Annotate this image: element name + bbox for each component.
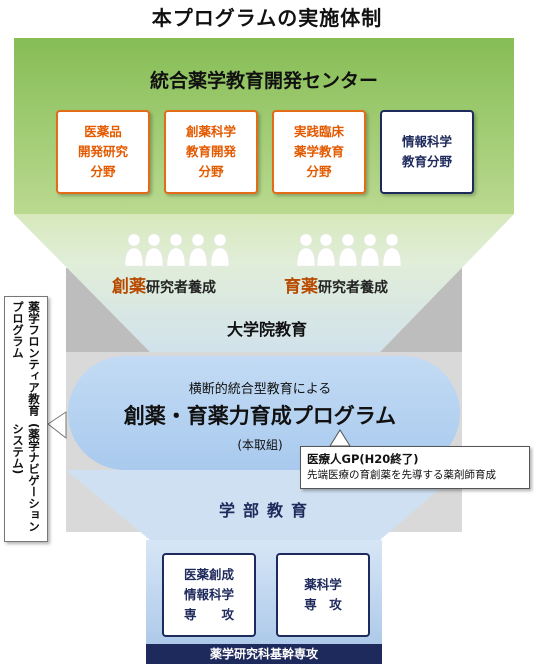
undergraduate-education-label: 学部教育 — [218, 501, 315, 520]
field-line: 教育分野 — [401, 154, 452, 169]
field-line: 分野 — [198, 164, 224, 179]
program-title: 創薬・育薬力育成プログラム — [123, 404, 397, 428]
side-program-subtitle: (薬学ナビゲーションシステム) — [11, 423, 41, 533]
person-icon — [338, 233, 358, 267]
side-program-title: 薬学フロンティア教育プログラム — [11, 301, 41, 416]
field-drug-discovery-education: 創薬科学 教育開発 分野 — [164, 110, 258, 194]
field-line: 教育開発 — [185, 144, 236, 159]
major-line: 専 攻 — [183, 607, 234, 622]
gp-title: 医療人GP(H20終了) — [307, 452, 419, 466]
person-icon — [166, 233, 186, 267]
graduate-education-label: 大学院教育 — [226, 320, 307, 339]
person-icon — [316, 233, 336, 267]
side-callout-pointer — [47, 411, 67, 440]
major-line: 医薬創成 — [183, 567, 234, 582]
field-line: 創薬科学 — [185, 124, 236, 139]
major-pharmaceutical-science: 薬科学 専 攻 — [276, 553, 370, 637]
field-line: 情報科学 — [401, 134, 452, 149]
person-icon — [382, 233, 402, 267]
person-icon — [188, 233, 208, 267]
page-title: 本プログラムの実施体制 — [151, 6, 383, 30]
people-group-right — [296, 233, 402, 267]
field-line: 分野 — [306, 164, 332, 179]
training-suffix: 研究者養成 — [318, 280, 388, 296]
field-line: 実践臨床 — [293, 124, 344, 139]
training-suffix: 研究者養成 — [146, 280, 216, 296]
person-icon — [124, 233, 144, 267]
core-major-bar: 薬学研究科基幹専攻 — [146, 644, 382, 664]
center-title: 統合薬学教育開発センター — [149, 70, 378, 92]
field-drug-development: 医薬品 開発研究 分野 — [56, 110, 150, 194]
field-line: 医薬品 — [84, 124, 122, 139]
field-line: 分野 — [90, 164, 116, 179]
person-icon — [144, 233, 164, 267]
program-note: (本取組) — [237, 438, 283, 452]
people-group-left — [124, 233, 230, 267]
major-line: 情報科学 — [183, 587, 234, 602]
training-label-development: 育薬研究者養成 — [284, 272, 388, 297]
major-line: 専 攻 — [304, 597, 342, 612]
program-subtitle: 横断的統合型教育による — [188, 382, 332, 397]
training-keyword: 創薬 — [112, 277, 146, 297]
person-icon — [296, 233, 316, 267]
training-label-discovery: 創薬研究者養成 — [112, 272, 216, 297]
person-icon — [210, 233, 230, 267]
gp-callout: 医療人GP(H20終了) 先端医療の育創薬を先導する薬剤師育成 — [300, 446, 530, 489]
person-icon — [360, 233, 380, 267]
training-keyword: 育薬 — [284, 277, 318, 297]
side-program-callout: 薬学フロンティア教育プログラム (薬学ナビゲーションシステム) — [4, 296, 48, 542]
program-ellipse — [68, 356, 460, 470]
field-information-science: 情報科学 教育分野 — [380, 110, 474, 194]
gp-description: 先端医療の育創薬を先導する薬剤師育成 — [307, 469, 496, 481]
major-line: 薬科学 — [304, 577, 342, 592]
major-medicinal-informatics: 医薬創成 情報科学 専 攻 — [162, 553, 256, 637]
field-clinical-pharmacy: 実践臨床 薬学教育 分野 — [272, 110, 366, 194]
field-line: 開発研究 — [77, 144, 128, 159]
field-line: 薬学教育 — [293, 144, 344, 159]
